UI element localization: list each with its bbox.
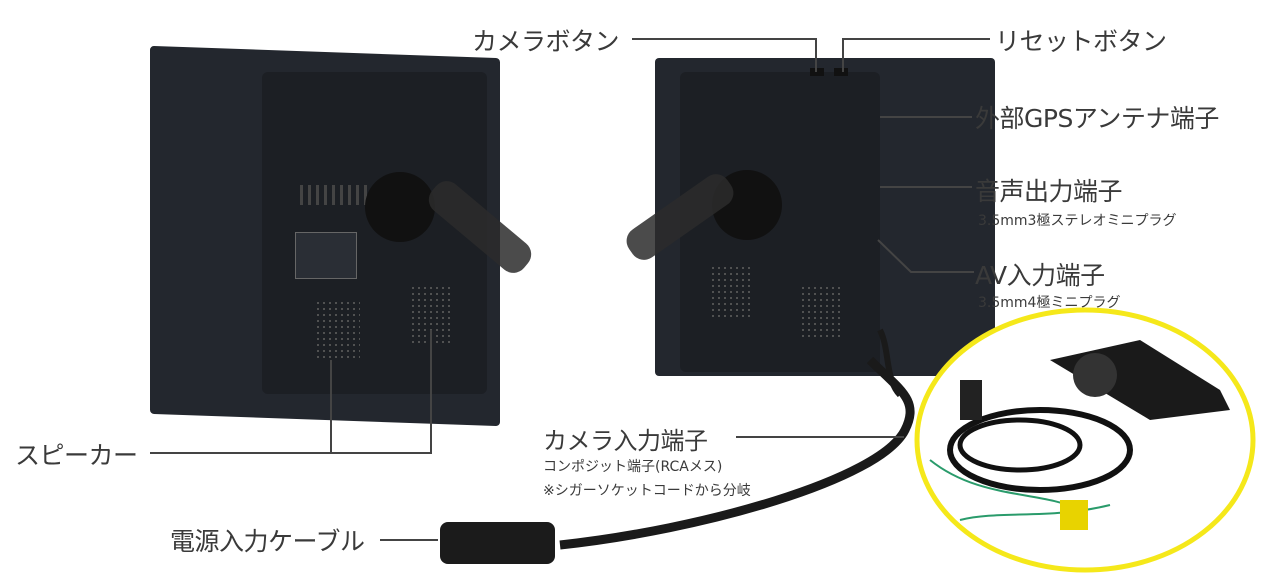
- reset-button-part: [834, 68, 848, 76]
- left-vent: [300, 185, 370, 205]
- monitor-right-back-housing: [680, 72, 880, 372]
- rca-connector: [1060, 500, 1088, 530]
- label-audio-port-sub: 3.5mm3極ステレオミニプラグ: [978, 213, 1177, 229]
- leader-camera-input: [736, 436, 904, 438]
- mount-knob-left: [365, 172, 435, 242]
- leader-reset-button: [842, 38, 990, 40]
- camera-button-part: [810, 68, 824, 76]
- leader-gps-port: [880, 116, 972, 118]
- label-power-cable: 電源入力ケーブル: [170, 527, 365, 556]
- label-camera-button: カメラボタン: [472, 27, 620, 56]
- label-audio-port: 音声出力端子: [975, 177, 1123, 206]
- product-label-sticker: [295, 232, 357, 279]
- label-gps-port: 外部GPSアンテナ端子: [975, 104, 1219, 133]
- leader-speaker-v1: [330, 360, 332, 453]
- label-av-port: AV入力端子: [975, 261, 1105, 290]
- right-monitor-grille-1: [710, 265, 750, 320]
- leader-power-cable: [380, 539, 438, 541]
- leader-av-port: [877, 239, 974, 273]
- leader-speaker: [150, 452, 432, 454]
- label-camera-input-sub2: ※シガーソケットコードから分岐: [543, 483, 751, 499]
- leader-speaker-v2: [430, 330, 432, 453]
- leader-camera-button: [632, 38, 816, 40]
- leader-reset-button-v: [842, 38, 844, 72]
- label-reset-button: リセットボタン: [995, 27, 1167, 56]
- label-av-port-sub: 3.5mm4極ミニプラグ: [978, 295, 1121, 311]
- leader-audio-port: [880, 186, 972, 188]
- label-camera-input-sub1: コンポジット端子(RCAメス): [543, 459, 723, 475]
- label-camera-input: カメラ入力端子: [543, 427, 708, 455]
- right-monitor-grille-2: [800, 285, 840, 340]
- highlight-circle: [914, 307, 1256, 573]
- leader-camera-button-v: [815, 38, 817, 72]
- label-speaker: スピーカー: [15, 441, 138, 470]
- power-connector: [440, 522, 555, 564]
- left-speaker-grille: [315, 300, 360, 360]
